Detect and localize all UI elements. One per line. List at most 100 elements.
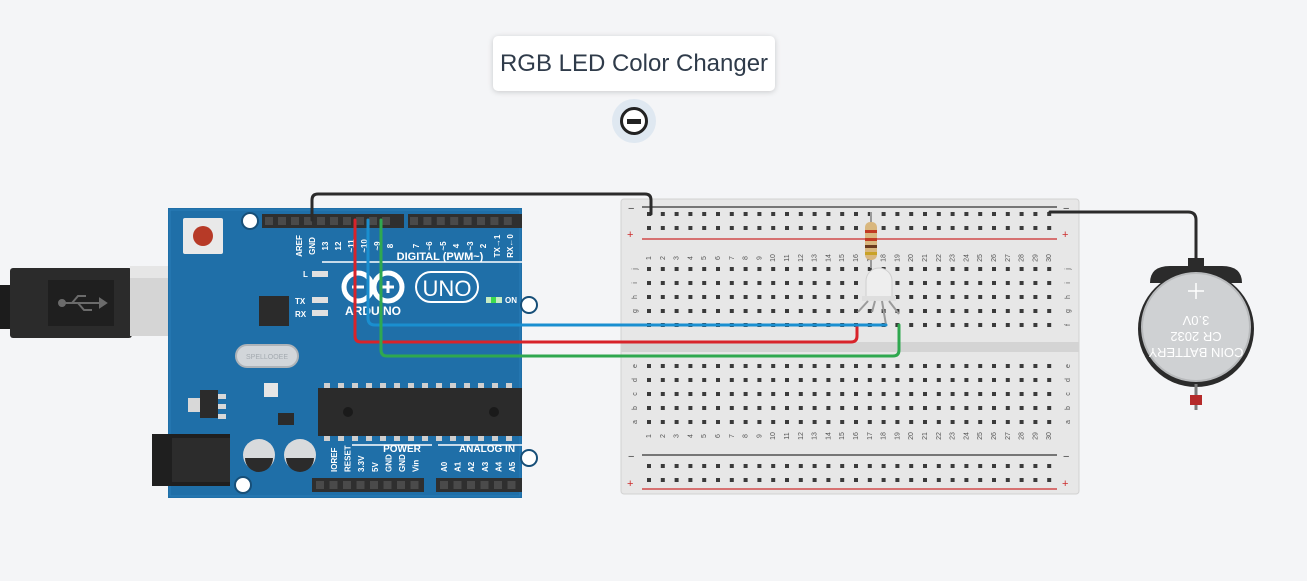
breadboard-hole[interactable] — [1005, 364, 1010, 368]
breadboard-hole[interactable] — [702, 364, 707, 368]
breadboard-hole[interactable] — [840, 364, 845, 368]
breadboard-hole[interactable] — [895, 364, 900, 368]
breadboard-hole[interactable] — [826, 392, 831, 396]
breadboard-hole[interactable] — [950, 226, 955, 230]
breadboard-hole[interactable] — [936, 478, 941, 482]
breadboard-hole[interactable] — [702, 420, 707, 424]
breadboard-hole[interactable] — [964, 364, 969, 368]
breadboard-hole[interactable] — [785, 364, 789, 368]
header-pin[interactable] — [343, 481, 351, 489]
breadboard-hole[interactable] — [743, 295, 748, 299]
breadboard-hole[interactable] — [785, 378, 789, 382]
wire-blue[interactable] — [366, 218, 888, 327]
breadboard-hole[interactable] — [923, 420, 927, 424]
breadboard-hole[interactable] — [729, 295, 734, 299]
breadboard-hole[interactable] — [964, 267, 969, 271]
breadboard-hole[interactable] — [743, 406, 748, 410]
header-pin[interactable] — [316, 481, 324, 489]
breadboard-hole[interactable] — [688, 309, 693, 313]
breadboard-hole[interactable] — [702, 267, 707, 271]
breadboard-hole[interactable] — [895, 420, 900, 424]
breadboard-hole[interactable] — [702, 392, 707, 396]
breadboard-hole[interactable] — [812, 295, 817, 299]
breadboard-hole[interactable] — [660, 309, 665, 313]
breadboard-hole[interactable] — [812, 309, 817, 313]
breadboard-hole[interactable] — [950, 267, 955, 271]
breadboard-hole[interactable] — [798, 364, 803, 368]
breadboard-hole[interactable] — [936, 295, 941, 299]
breadboard-hole[interactable] — [729, 478, 734, 482]
breadboard-hole[interactable] — [785, 267, 789, 271]
breadboard-hole[interactable] — [812, 212, 817, 216]
breadboard-hole[interactable] — [798, 281, 803, 285]
breadboard-hole[interactable] — [1005, 378, 1010, 382]
breadboard-hole[interactable] — [1047, 281, 1052, 285]
header-pin[interactable] — [463, 217, 472, 225]
breadboard-hole[interactable] — [688, 212, 693, 216]
breadboard-hole[interactable] — [895, 212, 900, 216]
breadboard-hole[interactable] — [702, 226, 707, 230]
breadboard-hole[interactable] — [660, 378, 665, 382]
breadboard-hole[interactable] — [812, 378, 817, 382]
breadboard-hole[interactable] — [992, 226, 996, 230]
breadboard-hole[interactable] — [743, 378, 748, 382]
breadboard-hole[interactable] — [771, 212, 776, 216]
resistor[interactable] — [865, 212, 877, 268]
breadboard-hole[interactable] — [964, 478, 969, 482]
breadboard-hole[interactable] — [647, 309, 651, 313]
breadboard-hole[interactable] — [1019, 464, 1024, 468]
breadboard-hole[interactable] — [867, 309, 872, 313]
breadboard-hole[interactable] — [923, 378, 927, 382]
power-jack[interactable] — [152, 434, 230, 486]
header-pin[interactable] — [453, 481, 462, 489]
header-pin[interactable] — [370, 481, 378, 489]
breadboard-hole[interactable] — [785, 464, 789, 468]
breadboard-hole[interactable] — [1005, 309, 1010, 313]
breadboard-hole[interactable] — [660, 392, 665, 396]
breadboard-hole[interactable] — [771, 406, 776, 410]
breadboard-hole[interactable] — [674, 212, 679, 216]
breadboard-hole[interactable] — [978, 295, 983, 299]
breadboard-hole[interactable] — [895, 281, 900, 285]
breadboard-hole[interactable] — [660, 464, 665, 468]
breadboard-hole[interactable] — [743, 420, 748, 424]
breadboard-hole[interactable] — [826, 420, 831, 424]
breadboard-hole[interactable] — [909, 281, 914, 285]
breadboard-hole[interactable] — [743, 226, 748, 230]
breadboard-hole[interactable] — [950, 364, 955, 368]
breadboard-hole[interactable] — [798, 420, 803, 424]
breadboard-hole[interactable] — [909, 267, 914, 271]
breadboard-hole[interactable] — [895, 267, 900, 271]
breadboard-hole[interactable] — [923, 295, 927, 299]
breadboard-hole[interactable] — [895, 464, 900, 468]
breadboard-hole[interactable] — [909, 309, 914, 313]
breadboard-hole[interactable] — [840, 378, 845, 382]
breadboard-hole[interactable] — [923, 309, 927, 313]
breadboard-hole[interactable] — [1033, 323, 1038, 327]
breadboard-hole[interactable] — [716, 406, 720, 410]
breadboard-hole[interactable] — [771, 392, 776, 396]
breadboard-hole[interactable] — [1005, 464, 1010, 468]
breadboard-hole[interactable] — [978, 323, 983, 327]
breadboard-hole[interactable] — [688, 226, 693, 230]
breadboard-hole[interactable] — [978, 212, 983, 216]
breadboard-hole[interactable] — [1047, 478, 1052, 482]
header-pin[interactable] — [467, 481, 475, 489]
breadboard-hole[interactable] — [812, 267, 817, 271]
header-pin[interactable] — [382, 217, 390, 225]
header-pin[interactable] — [383, 481, 392, 489]
breadboard-hole[interactable] — [1047, 392, 1052, 396]
breadboard-hole[interactable] — [798, 378, 803, 382]
breadboard-hole[interactable] — [647, 392, 651, 396]
breadboard-hole[interactable] — [1047, 378, 1052, 382]
header-pin[interactable] — [356, 481, 365, 489]
breadboard-hole[interactable] — [854, 420, 858, 424]
breadboard-hole[interactable] — [826, 281, 831, 285]
breadboard-hole[interactable] — [785, 406, 789, 410]
breadboard-hole[interactable] — [660, 267, 665, 271]
breadboard-hole[interactable] — [881, 212, 886, 216]
breadboard-hole[interactable] — [660, 212, 665, 216]
breadboard-hole[interactable] — [964, 464, 969, 468]
breadboard-hole[interactable] — [978, 392, 983, 396]
